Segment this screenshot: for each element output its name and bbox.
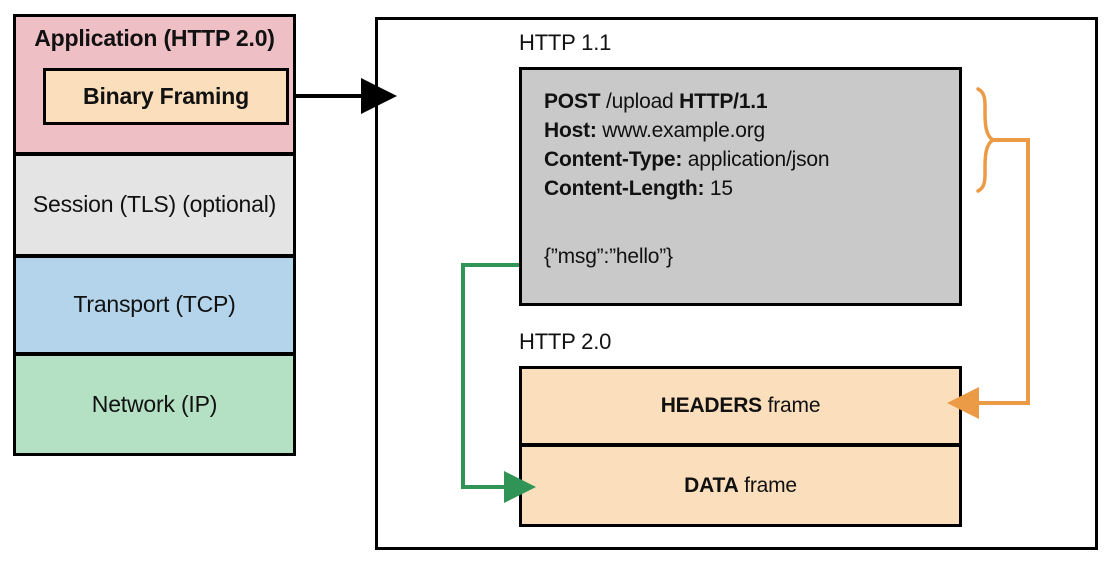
stack-layer-session-label: Session (TLS) (optional) bbox=[32, 191, 277, 218]
http11-version: HTTP/1.1 bbox=[679, 90, 768, 113]
http11-header-content-type-value: application/json bbox=[682, 147, 830, 171]
http11-header-content-length: Content-Length: 15 bbox=[544, 175, 959, 204]
data-frame-suffix: frame bbox=[738, 473, 797, 497]
http20-caption: HTTP 2.0 bbox=[519, 329, 612, 354]
headers-frame-suffix: frame bbox=[761, 394, 821, 417]
http11-header-host-value: www.example.org bbox=[596, 118, 766, 142]
headers-frame-name: HEADERS bbox=[660, 394, 762, 417]
http11-request-line: POST /upload HTTP/1.1 bbox=[544, 88, 959, 117]
http11-method: POST bbox=[544, 90, 601, 113]
http11-message-box: POST /upload HTTP/1.1 Host: www.example.… bbox=[519, 67, 962, 306]
http11-header-host-name: Host: bbox=[544, 118, 597, 142]
http11-header-content-type-name: Content-Type: bbox=[544, 147, 683, 171]
stack-layer-session: Session (TLS) (optional) bbox=[13, 153, 296, 257]
data-frame-name: DATA bbox=[684, 473, 739, 497]
http11-header-content-type: Content-Type: application/json bbox=[544, 146, 959, 175]
http11-header-content-length-value: 15 bbox=[704, 176, 733, 200]
http11-body: {”msg”:”hello”} bbox=[544, 245, 673, 268]
stack-layer-application-label: Application (HTTP 2.0) bbox=[34, 25, 275, 51]
data-frame-box: DATA frame bbox=[519, 444, 962, 527]
binary-framing-label: Binary Framing bbox=[83, 83, 249, 109]
stack-layer-network-label: Network (IP) bbox=[91, 390, 218, 417]
protocol-stack: Application (HTTP 2.0) Binary Framing Se… bbox=[13, 14, 296, 456]
http11-header-content-length-name: Content-Length: bbox=[544, 176, 705, 200]
stack-layer-network: Network (IP) bbox=[13, 353, 296, 456]
http11-caption: HTTP 1.1 bbox=[519, 30, 612, 55]
headers-frame-box: HEADERS frame bbox=[519, 366, 962, 446]
stack-layer-transport: Transport (TCP) bbox=[13, 255, 296, 355]
binary-framing-box: Binary Framing bbox=[43, 68, 289, 125]
stack-layer-transport-label: Transport (TCP) bbox=[73, 291, 236, 318]
http11-header-host: Host: www.example.org bbox=[544, 117, 959, 146]
http11-path: /upload bbox=[600, 90, 680, 113]
